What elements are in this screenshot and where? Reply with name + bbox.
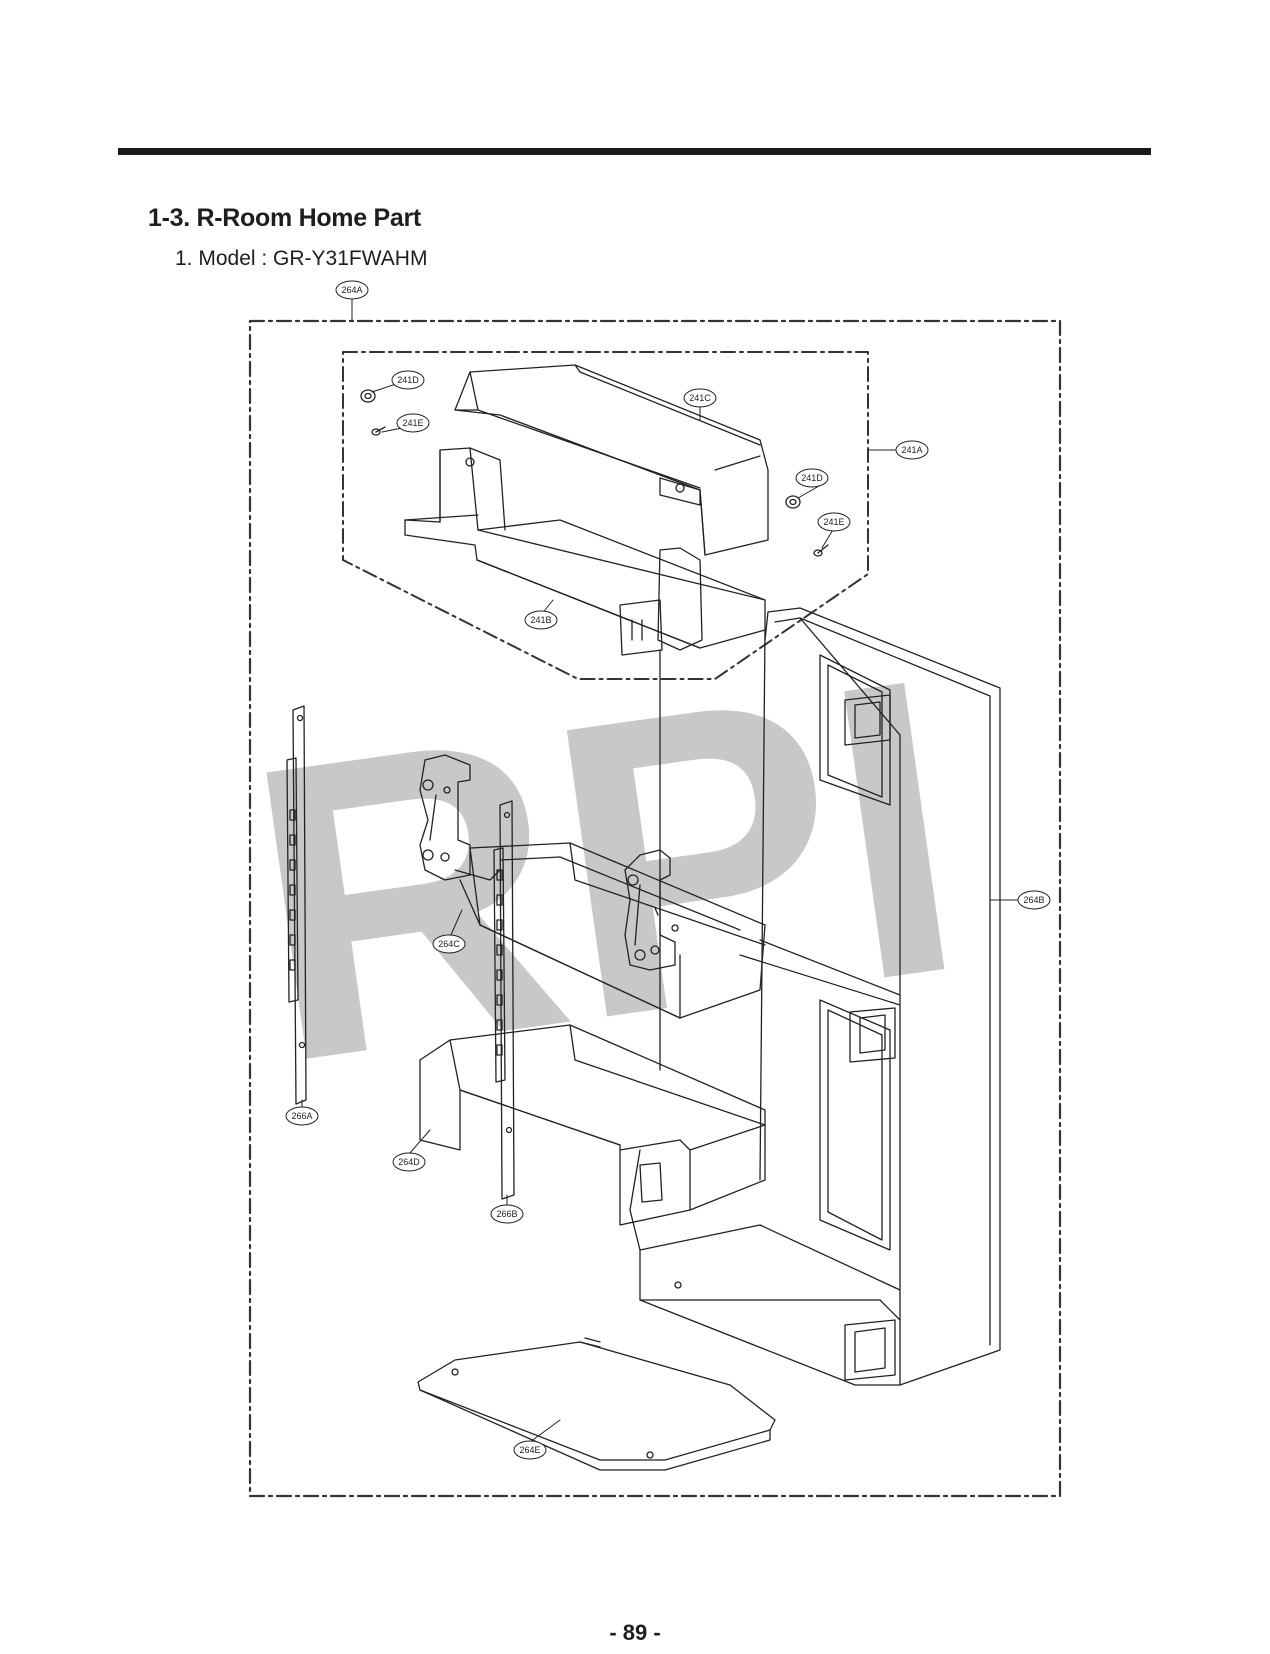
- bottom-cover-264E: [417, 1337, 776, 1471]
- rail-266A: [286, 705, 307, 1105]
- basket-cover-241C: [454, 364, 769, 556]
- callout-241C-label: 241C: [689, 393, 711, 403]
- screw-241E-right: [813, 544, 829, 557]
- callout-241D-left-label: 241D: [397, 375, 419, 385]
- hinge-right: [624, 849, 679, 971]
- rail-266B: [493, 800, 515, 1200]
- subassembly-boundary-241A: [342, 351, 869, 680]
- section-title: 1-3. R-Room Home Part: [148, 204, 421, 232]
- nut-241D-left: [360, 389, 376, 403]
- callout-264E: [513, 1440, 547, 1460]
- callout-241B: [524, 610, 558, 630]
- callout-241B-label: 241B: [530, 615, 551, 625]
- model-line: 1. Model : GR-Y31FWAHM: [175, 247, 428, 270]
- basket-264D: [419, 1024, 766, 1226]
- callout-264B: [1017, 890, 1051, 910]
- nut-241D-right: [785, 495, 801, 509]
- basket-241B: [404, 447, 766, 656]
- callout-264E-label: 264E: [519, 1445, 540, 1455]
- callout-241E-left: [396, 413, 430, 433]
- callout-264C: [432, 934, 466, 954]
- header-rule: [118, 148, 1151, 155]
- callout-266B-label: 266B: [496, 1209, 517, 1219]
- callout-266A-label: 266A: [291, 1111, 312, 1121]
- callout-266B: [490, 1204, 524, 1224]
- screw-241E-left: [371, 426, 386, 436]
- callout-241D-left: [391, 370, 425, 390]
- hinge-left: [419, 754, 501, 881]
- assembly-boundary-264A: [248, 319, 1062, 1498]
- watermark-text: RPI: [226, 590, 985, 1152]
- callout-264A: [335, 280, 369, 300]
- callout-241A: [895, 440, 929, 460]
- callout-241D-right: [795, 468, 829, 488]
- callout-241A-label: 241A: [901, 445, 922, 455]
- callout-266A: [285, 1106, 319, 1126]
- callout-241E-right-label: 241E: [823, 517, 844, 527]
- callout-264C-label: 264C: [438, 939, 460, 949]
- callout-241C: [683, 388, 717, 408]
- callout-264A-label: 264A: [341, 285, 362, 295]
- callout-241E-left-label: 241E: [402, 418, 423, 428]
- callout-241E-right: [817, 512, 851, 532]
- callout-264D-label: 264D: [398, 1157, 420, 1167]
- callout-264B-label: 264B: [1023, 895, 1044, 905]
- callout-241D-right-label: 241D: [801, 473, 823, 483]
- callout-264D: [392, 1152, 426, 1172]
- door-body-264B: [629, 607, 1001, 1386]
- callout-bubbles: [285, 280, 1051, 1460]
- page-number: - 89 -: [609, 1620, 661, 1645]
